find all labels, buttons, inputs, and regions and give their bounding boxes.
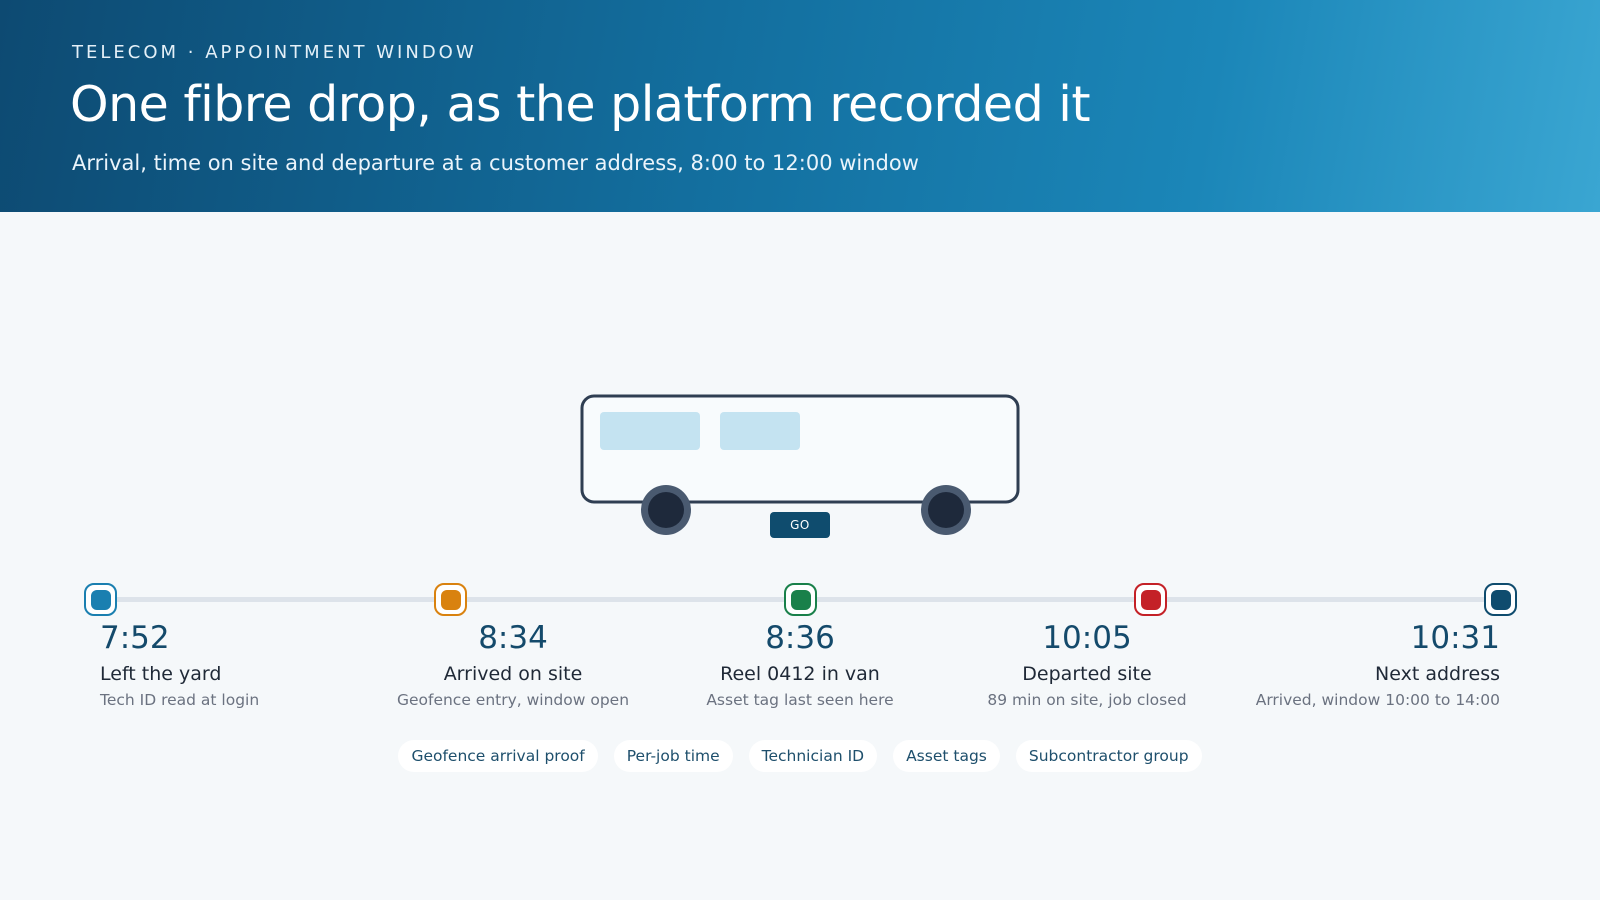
- stop-note: 89 min on site, job closed: [987, 691, 1187, 710]
- stop-label: Arrived on site: [443, 663, 583, 686]
- timeline-node[interactable]: [784, 583, 817, 616]
- stop-note: Tech ID read at login: [100, 691, 260, 710]
- timeline-stop: 10:31 Next address Arrived, window 10:00…: [1200, 620, 1500, 709]
- stop-time: 10:05: [1042, 620, 1132, 656]
- tag-list: Geofence arrival proof Per-job time Tech…: [0, 740, 1600, 772]
- page-title: One fibre drop, as the platform recorded…: [70, 76, 1091, 133]
- tag-per-job-time[interactable]: Per-job time: [613, 740, 733, 772]
- timeline-stop: 7:52 Left the yard Tech ID read at login: [100, 620, 400, 709]
- stop-note: Arrived, window 10:00 to 14:00: [1255, 691, 1500, 710]
- van-window-front: [720, 412, 800, 450]
- tag-subcontractor-group[interactable]: Subcontractor group: [1015, 740, 1202, 772]
- tag-geofence-arrival-proof[interactable]: Geofence arrival proof: [398, 740, 598, 772]
- stop-label: Next address: [1375, 663, 1500, 686]
- timeline-node[interactable]: [434, 583, 467, 616]
- eyebrow-label: TELECOM · APPOINTMENT WINDOW: [72, 42, 477, 63]
- stop-time: 7:52: [100, 620, 170, 656]
- timeline-node[interactable]: [1484, 583, 1517, 616]
- page-header: TELECOM · APPOINTMENT WINDOW One fibre d…: [0, 0, 1600, 212]
- stop-note: Geofence entry, window open: [396, 691, 630, 710]
- timeline-stop: 8:34 Arrived on site Geofence entry, win…: [363, 620, 663, 709]
- stop-label: Departed site: [1022, 663, 1152, 686]
- van-illustration: [580, 394, 1020, 535]
- timeline-node[interactable]: [84, 583, 117, 616]
- stop-label: Left the yard: [100, 663, 222, 686]
- tag-technician-id[interactable]: Technician ID: [748, 740, 878, 772]
- page-subtitle: Arrival, time on site and departure at a…: [72, 151, 919, 175]
- stop-label: Reel 0412 in van: [720, 663, 880, 686]
- timeline-stop: 8:36 Reel 0412 in van Asset tag last see…: [650, 620, 950, 709]
- stop-note: Asset tag last seen here: [706, 691, 894, 710]
- timeline-node[interactable]: [1134, 583, 1167, 616]
- timeline-stop: 10:05 Departed site 89 min on site, job …: [937, 620, 1237, 709]
- stop-time: 8:34: [478, 620, 548, 656]
- tag-asset-tags[interactable]: Asset tags: [893, 740, 1000, 772]
- stop-time: 8:36: [765, 620, 835, 656]
- stop-time: 10:31: [1410, 620, 1500, 656]
- go-button[interactable]: GO: [770, 512, 830, 538]
- van-window-rear: [600, 412, 700, 450]
